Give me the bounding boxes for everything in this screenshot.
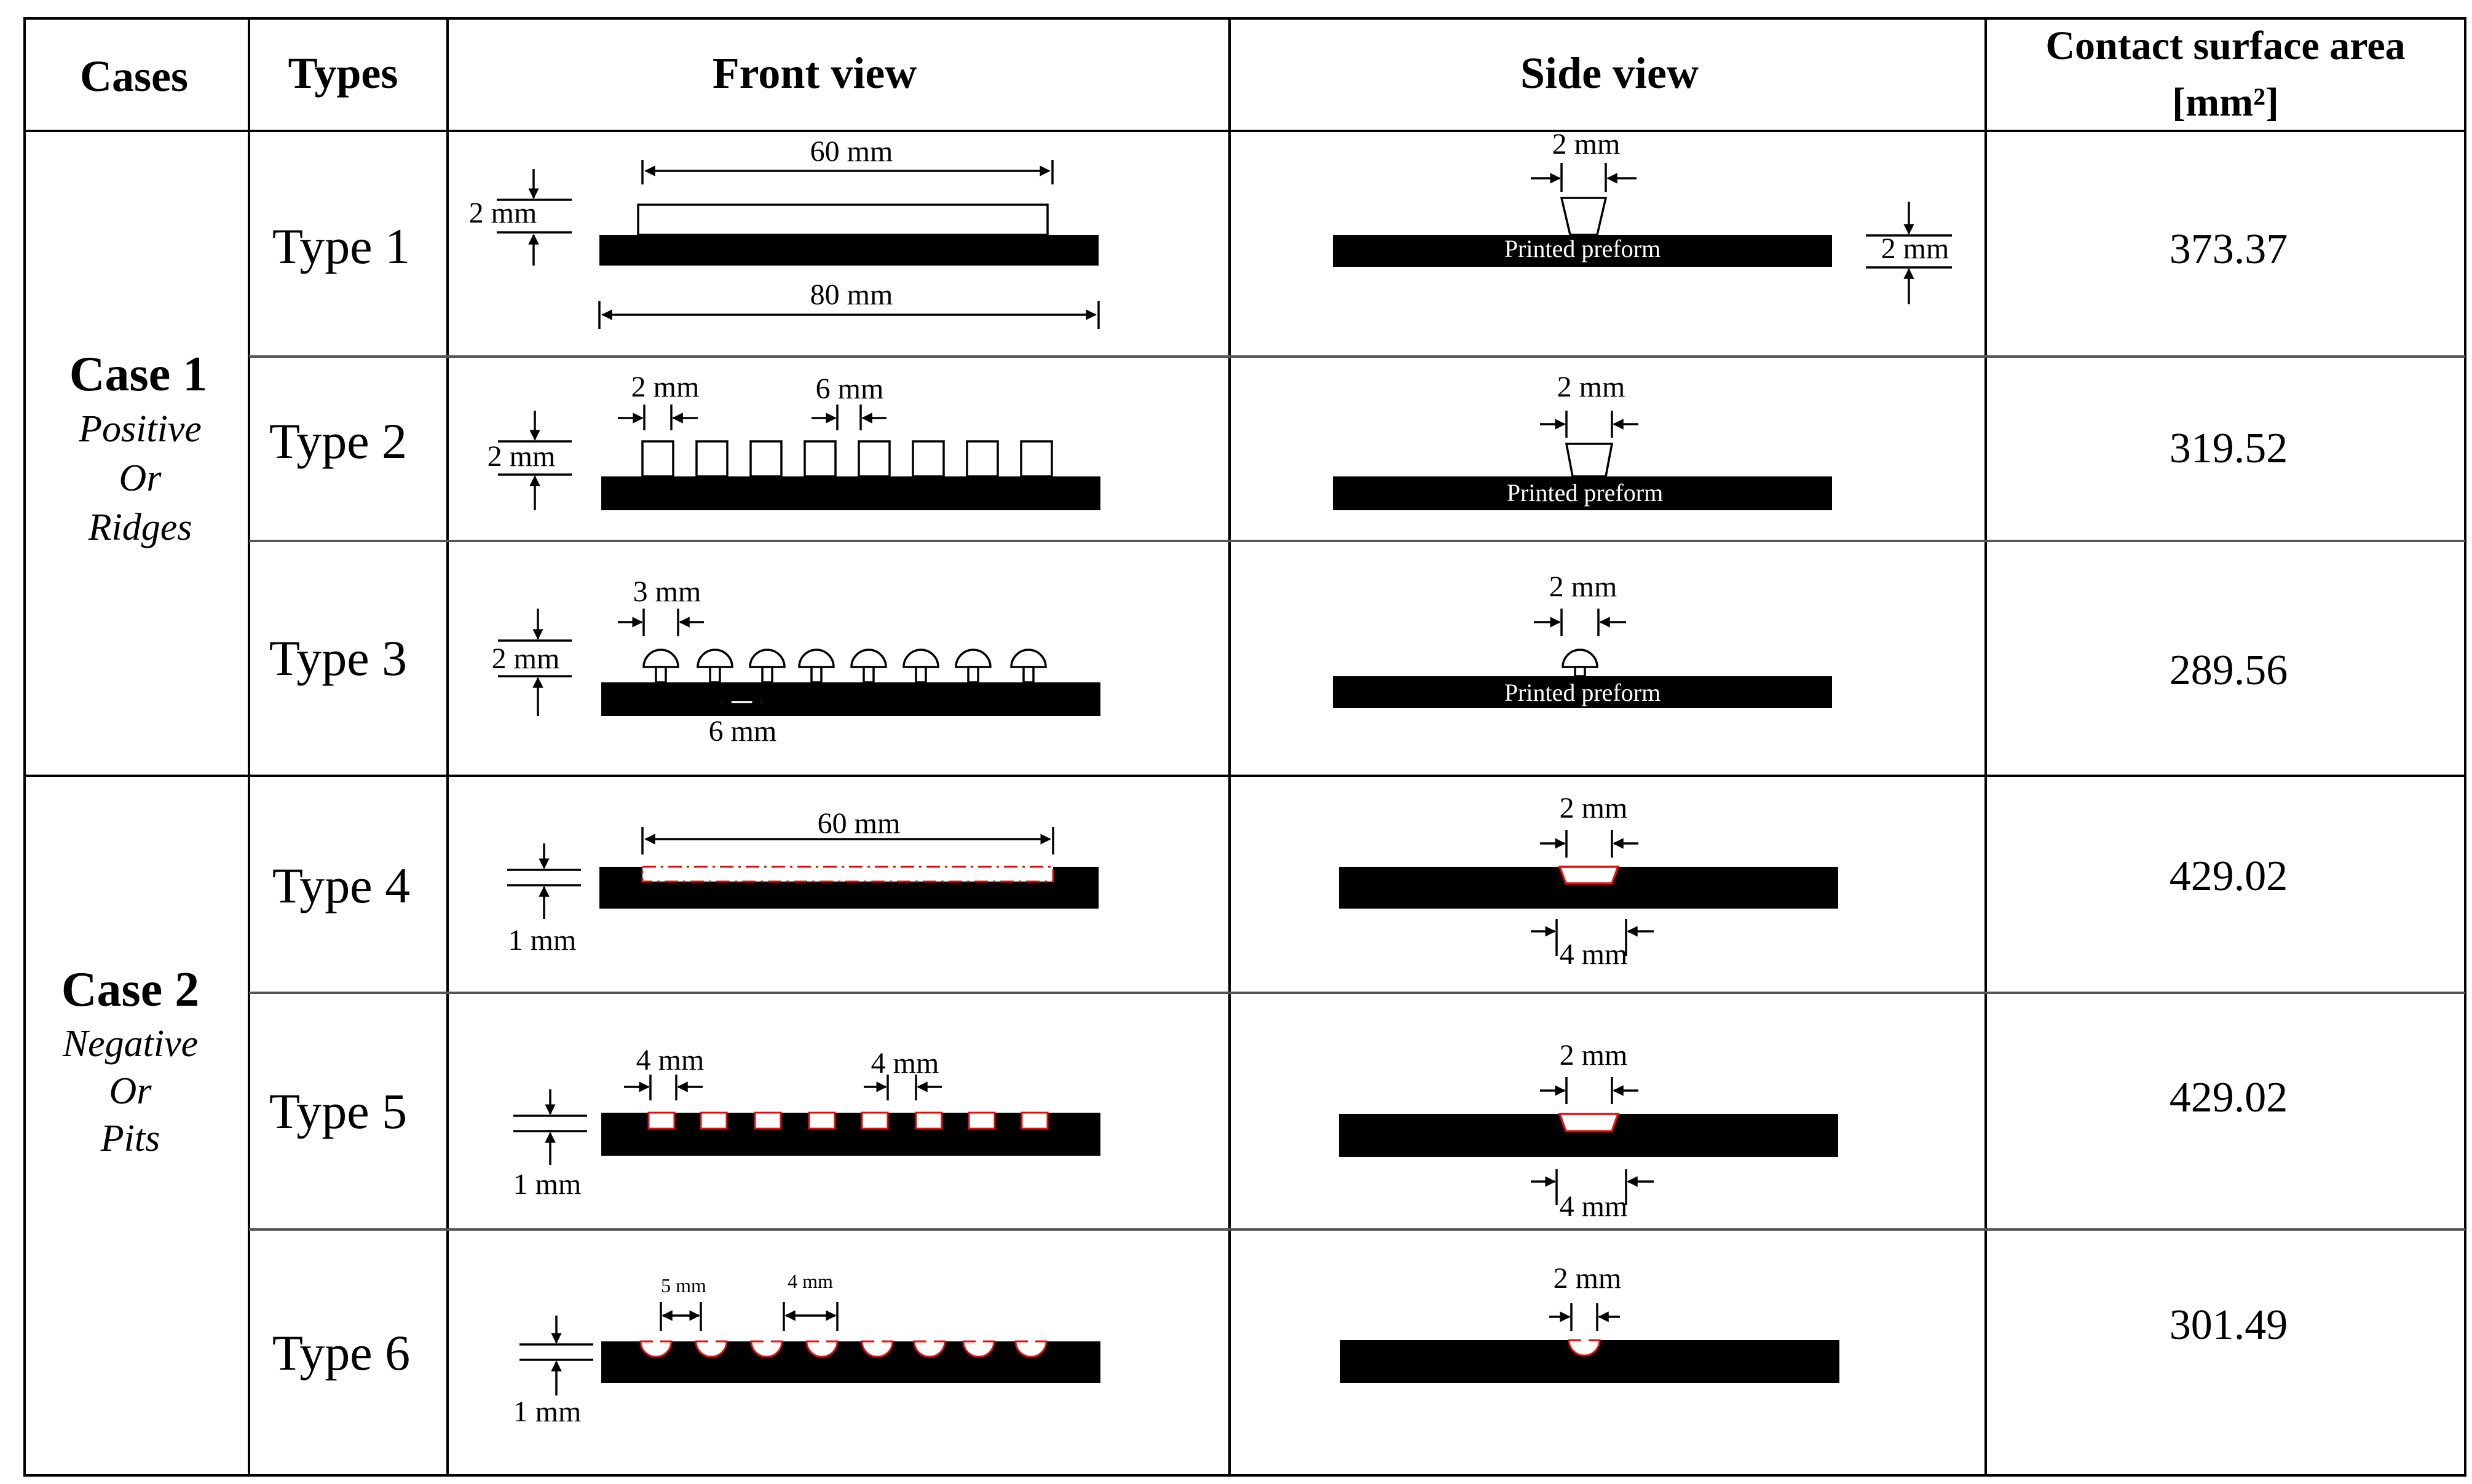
- type-label: Type 2: [269, 413, 407, 469]
- dim-label: 2 mm: [1549, 570, 1617, 603]
- dim-label: 2 mm: [1557, 371, 1625, 403]
- dim-label: 4 mm: [788, 1270, 833, 1292]
- type4-front-view: 60 mm 1 mm: [507, 807, 1099, 957]
- area-value: 319.52: [2170, 425, 2288, 472]
- dim-label: 2 mm: [1552, 128, 1621, 160]
- dim-label: 4 mm: [1560, 1190, 1628, 1223]
- dim-label: 1 mm: [508, 924, 577, 957]
- type6-front-view: 5 mm 4 mm 1 mm: [513, 1270, 1100, 1428]
- area-value: 429.02: [2170, 1074, 2288, 1121]
- dim-label: 6 mm: [709, 715, 777, 748]
- case2-title: Case 2: [61, 963, 199, 1017]
- dim-label: 2 mm: [1560, 792, 1628, 824]
- type-label: Type 6: [272, 1325, 410, 1381]
- header-contact-area: Contact surface area: [2045, 23, 2405, 68]
- dim-label: 1 mm: [513, 1395, 582, 1428]
- dim-label: 2 mm: [1554, 1262, 1622, 1295]
- header-side-view: Side view: [1520, 49, 1699, 98]
- area-value: 373.37: [2170, 226, 2288, 273]
- dim-label: 4 mm: [636, 1044, 705, 1076]
- dim-label: 2 mm: [469, 197, 537, 229]
- dim-label: 2 mm: [1881, 232, 1949, 265]
- area-value: 289.56: [2170, 647, 2288, 694]
- type1-front-view: 60 mm 80 mm 2 mm: [469, 135, 1100, 329]
- dim-label: 2 mm: [1560, 1039, 1628, 1072]
- type3-side-view: Printed preform 2 mm: [1333, 570, 1832, 708]
- area-value: 301.49: [2170, 1301, 2288, 1349]
- case2-sub-3: Pits: [100, 1118, 160, 1159]
- printed-preform-label: Printed preform: [1504, 679, 1661, 706]
- type5-front-view: 4 mm 4 mm 1 mm: [513, 1044, 1100, 1201]
- header-front-view: Front view: [713, 49, 917, 98]
- dim-label: 60 mm: [818, 807, 901, 840]
- type2-side-view: Printed preform 2 mm: [1333, 371, 1832, 510]
- dim-label: 6 mm: [816, 373, 884, 405]
- dim-label: 3 mm: [633, 575, 701, 608]
- type5-side-view: 2 mm 4 mm: [1339, 1039, 1838, 1223]
- table-grid: [23, 17, 2466, 1477]
- printed-preform-label: Printed preform: [1504, 235, 1661, 262]
- type4-side-view: 2 mm 4 mm: [1339, 792, 1838, 971]
- type-label: Type 5: [269, 1083, 407, 1139]
- type3-front-view: 3 mm 6 mm 2 mm: [492, 575, 1100, 748]
- case1-sub-2: Or: [119, 457, 162, 499]
- case1-sub-1: Positive: [78, 408, 202, 450]
- printed-preform-label: Printed preform: [1507, 479, 1663, 507]
- type2-front-view: 2 mm 6 mm 2 mm: [488, 371, 1100, 510]
- type6-side-view: 2 mm: [1340, 1262, 1839, 1383]
- dim-label: 1 mm: [513, 1168, 582, 1201]
- dim-label: 5 mm: [661, 1274, 706, 1297]
- dim-label: 2 mm: [631, 371, 700, 403]
- type-label: Type 4: [272, 858, 410, 914]
- area-value: 429.02: [2170, 853, 2288, 900]
- dim-label: 60 mm: [810, 135, 893, 168]
- case2-sub-2: Or: [109, 1070, 152, 1112]
- case1-title: Case 1: [69, 347, 207, 401]
- type-label: Type 3: [269, 630, 407, 686]
- dim-label: 4 mm: [871, 1047, 939, 1079]
- header-types: Types: [288, 49, 398, 98]
- header-contact-area-unit: [mm²]: [2172, 80, 2279, 125]
- header-cases: Cases: [80, 52, 188, 101]
- case2-sub-1: Negative: [62, 1023, 198, 1065]
- dim-label: 2 mm: [488, 440, 556, 473]
- dim-label: 2 mm: [492, 642, 560, 675]
- dim-label: 4 mm: [1560, 938, 1628, 971]
- type1-side-view: Printed preform 2 mm 2 mm: [1333, 128, 1952, 304]
- case1-sub-3: Ridges: [88, 507, 192, 548]
- type-label: Type 1: [272, 218, 410, 274]
- dim-label: 80 mm: [810, 278, 893, 311]
